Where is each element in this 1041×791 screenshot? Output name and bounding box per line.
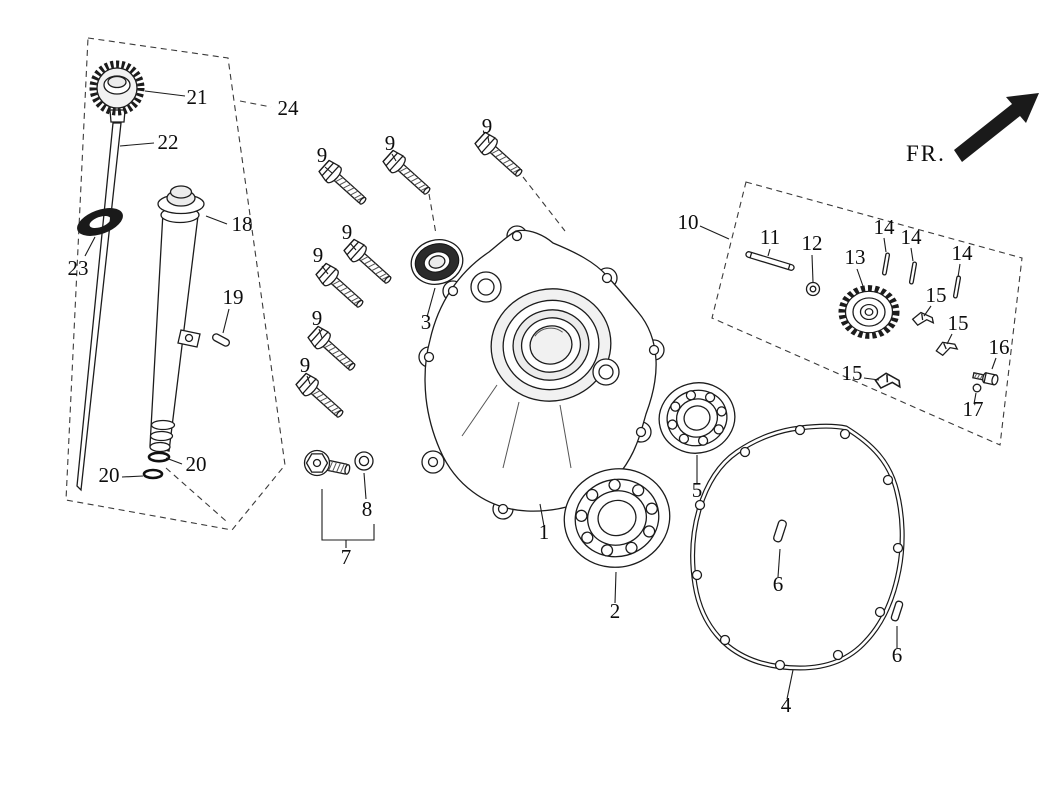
- callout-22: 22: [158, 130, 179, 154]
- callout-20a: 20: [99, 463, 120, 487]
- bolt-part-16: [972, 372, 999, 386]
- callout-11: 11: [760, 225, 780, 249]
- callout-9c: 9: [482, 114, 493, 138]
- callout-15c: 15: [842, 361, 863, 385]
- dowel-pin-part-6b: [890, 600, 904, 622]
- oil-seal-part-3: [410, 239, 464, 285]
- callout-leader-lines: [84, 90, 997, 700]
- dashed-group-box-24: [65, 37, 286, 531]
- o-ring-part-20a: [147, 451, 171, 463]
- callout-2: 2: [610, 599, 621, 623]
- callout-17: 17: [963, 397, 984, 421]
- callout-labels: 21 24 22 18 23 19 20 20 9 9 9 9 9 9 9 3 …: [68, 85, 1010, 717]
- filler-tube-part-18: [149, 185, 205, 453]
- flange-bolt-9c: [472, 129, 528, 183]
- callout-20b: 20: [186, 452, 207, 476]
- filler-cap-part-21: [89, 60, 145, 123]
- callout-18: 18: [232, 212, 253, 236]
- callout-12: 12: [802, 231, 823, 255]
- callout-6a: 6: [773, 572, 784, 596]
- governor-gear-part-13: [838, 285, 900, 339]
- clip-part-15c: [874, 372, 901, 390]
- callout-9f: 9: [312, 306, 323, 330]
- pin-part-14b: [908, 261, 918, 285]
- callout-15b: 15: [948, 311, 969, 335]
- o-ring-part-20b: [142, 468, 164, 480]
- callout-9e: 9: [313, 243, 324, 267]
- washer-part-12: [805, 281, 821, 297]
- ball-bearing-part-5: [658, 382, 736, 454]
- callout-8: 8: [362, 497, 373, 521]
- callout-16: 16: [989, 335, 1010, 359]
- callout-4: 4: [781, 693, 792, 717]
- pin-part-14c: [952, 275, 962, 299]
- gasket-part-4: [690, 423, 905, 671]
- callout-9g: 9: [300, 353, 311, 377]
- crankcase-cover-part-1: [418, 225, 665, 520]
- clip-part-15a: [911, 311, 935, 327]
- ball-part-17: [972, 383, 982, 393]
- callout-14a: 14: [874, 215, 896, 239]
- washer-part-8: [354, 451, 374, 471]
- clip-part-15b: [935, 341, 959, 357]
- callout-10: 10: [678, 210, 699, 234]
- callout-9a: 9: [317, 143, 328, 167]
- flange-bolt-9g: [293, 370, 349, 424]
- flange-bolt-9e: [313, 260, 369, 314]
- callout-23: 23: [68, 256, 89, 280]
- callout-9d: 9: [342, 220, 353, 244]
- callout-6b: 6: [892, 643, 903, 667]
- flange-bolt-9f: [305, 323, 361, 377]
- flange-bolt-9d: [341, 236, 397, 290]
- pin-part-14a: [881, 252, 891, 276]
- callout-21: 21: [187, 85, 208, 109]
- direction-indicator: FR.: [906, 93, 1039, 166]
- callout-9b: 9: [385, 131, 396, 155]
- callout-14c: 14: [952, 241, 974, 265]
- dashed-group-box-10: [711, 181, 1023, 446]
- dipstick-part-22: [76, 122, 122, 492]
- callout-1: 1: [539, 520, 550, 544]
- pin-part-19: [211, 333, 231, 347]
- callout-24: 24: [278, 96, 300, 120]
- dowel-pin-part-6a: [773, 519, 787, 543]
- callout-3: 3: [421, 310, 432, 334]
- callout-15a: 15: [926, 283, 947, 307]
- callout-19: 19: [223, 285, 244, 309]
- callout-14b: 14: [901, 225, 923, 249]
- fr-arrow-icon: [954, 93, 1039, 162]
- ball-bearing-part-2: [563, 468, 671, 568]
- fr-label: FR.: [906, 141, 946, 166]
- callout-13: 13: [845, 245, 866, 269]
- assembly-dashed-lines: [165, 100, 566, 522]
- callout-7: 7: [341, 545, 352, 569]
- seal-washer-part-23: [77, 208, 123, 236]
- drain-bolt-part-7: [303, 449, 351, 477]
- callout-5: 5: [692, 478, 703, 502]
- governor-shaft-part-11: [745, 251, 795, 271]
- flange-bolt-9b: [380, 147, 436, 201]
